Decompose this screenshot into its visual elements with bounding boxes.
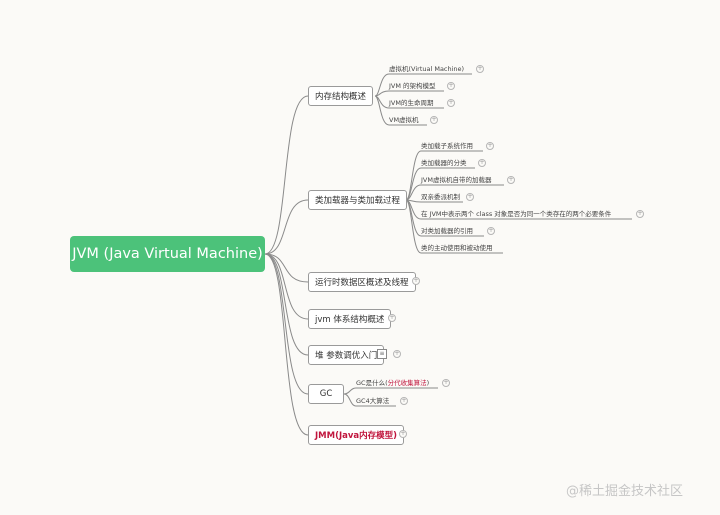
- root-connector: [264, 253, 309, 356]
- expand-icon[interactable]: +: [636, 210, 644, 218]
- watermark: @稀土掘金技术社区: [566, 484, 684, 499]
- root-connector: [264, 199, 309, 255]
- subtopic-highlight: 分代收集算法: [387, 379, 427, 387]
- subtopic[interactable]: JVM 的架构模型: [389, 82, 436, 90]
- expand-icon[interactable]: +: [478, 159, 486, 167]
- subtopic[interactable]: JVM的生命周期: [389, 99, 434, 107]
- topic-runtime-data-area[interactable]: 运行时数据区概述及线程: [308, 272, 416, 292]
- expand-icon[interactable]: +: [447, 82, 455, 90]
- expand-icon[interactable]: +: [476, 65, 484, 73]
- subtopic[interactable]: 对类加载器的引用: [421, 227, 473, 235]
- topic-gc[interactable]: GC: [308, 384, 344, 404]
- topic-jmm[interactable]: JMM(Java内存模型): [308, 425, 405, 445]
- subtopic[interactable]: 双亲委派机制: [421, 193, 460, 201]
- root-connector: [264, 253, 309, 395]
- topic-class-loader[interactable]: 类加载器与类加载过程: [308, 190, 408, 210]
- expand-icon[interactable]: +: [486, 142, 494, 150]
- subtopic[interactable]: GC4大算法: [356, 397, 390, 405]
- expand-icon[interactable]: +: [393, 350, 401, 358]
- subtopic-text: ): [426, 379, 430, 387]
- expand-icon[interactable]: +: [399, 430, 407, 438]
- child-connector: [343, 393, 357, 407]
- root-connector: [264, 253, 309, 320]
- expand-icon[interactable]: +: [487, 227, 495, 235]
- root-topic[interactable]: JVM (Java Virtual Machine): [70, 236, 265, 272]
- expand-icon[interactable]: +: [442, 379, 450, 387]
- child-connector: [343, 387, 357, 395]
- subtopic[interactable]: 虚拟机(Virtual Machine): [389, 65, 465, 73]
- child-connector: [405, 199, 422, 254]
- topic-memory-structure[interactable]: 内存结构概述: [308, 86, 374, 106]
- subtopic[interactable]: 在 JVM中表示两个 class 对象是否为同一个类存在的两个必要条件: [421, 210, 612, 218]
- root-connector: [264, 253, 309, 436]
- expand-icon[interactable]: +: [466, 193, 474, 201]
- topic-heap-tuning[interactable]: 堆 参数调优入门: [308, 345, 385, 365]
- subtopic[interactable]: VM虚拟机: [389, 116, 419, 124]
- expand-icon[interactable]: +: [430, 116, 438, 124]
- root-connector: [264, 95, 309, 255]
- expand-icon[interactable]: +: [400, 397, 408, 405]
- child-connector: [374, 95, 390, 126]
- expand-icon[interactable]: +: [388, 314, 396, 322]
- note-icon[interactable]: ≡: [377, 349, 387, 359]
- subtopic-text: GC是什么(: [356, 379, 388, 387]
- subtopic[interactable]: 类加载器的分类: [421, 159, 467, 167]
- topic-jvm-architecture[interactable]: jvm 体系结构概述: [308, 309, 392, 329]
- subtopic[interactable]: JVM虚拟机自带的加载器: [421, 176, 492, 184]
- subtopic[interactable]: 类的主动使用和被动使用: [421, 244, 493, 252]
- expand-icon[interactable]: +: [447, 99, 455, 107]
- root-connector: [264, 253, 309, 283]
- subtopic[interactable]: 类加载子系统作用: [421, 142, 473, 150]
- child-connector: [405, 150, 422, 201]
- expand-icon[interactable]: +: [412, 277, 420, 285]
- expand-icon[interactable]: +: [507, 176, 515, 184]
- subtopic-gc-what[interactable]: GC是什么(分代收集算法): [356, 379, 429, 388]
